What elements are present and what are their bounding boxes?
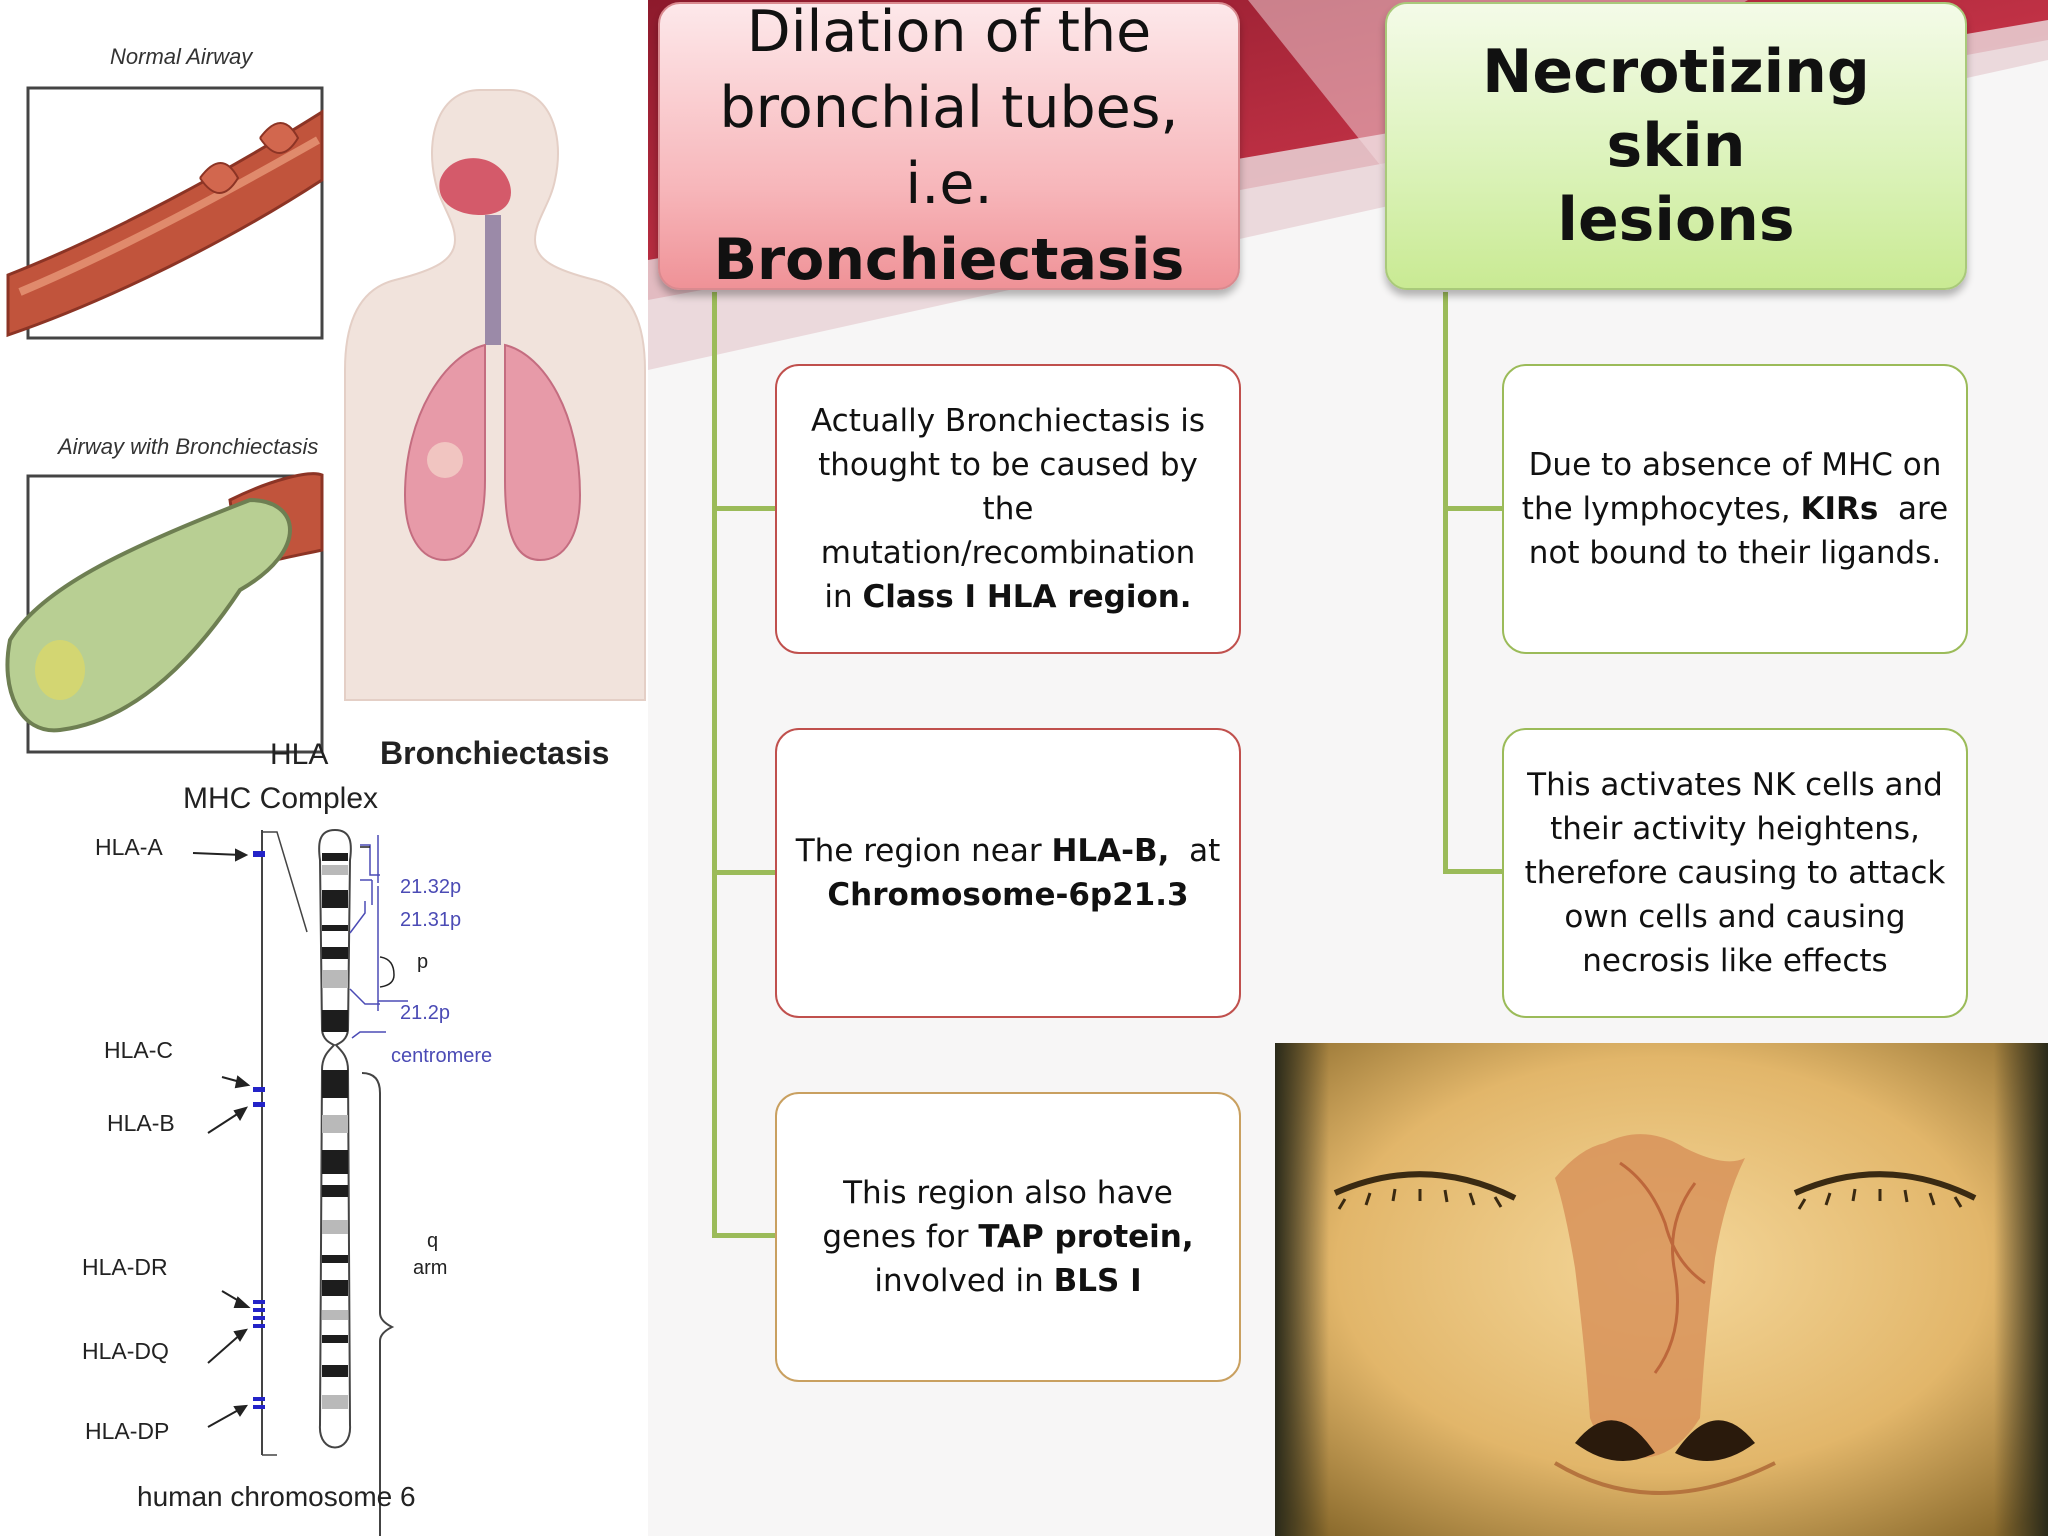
bronchiectasis-heading: Dilation of the bronchial tubes, i.e. Br… xyxy=(658,0,1240,293)
gene-label-hla-dr: HLA-DR xyxy=(82,1254,168,1280)
tap-protein-box: This region also have genes for TAP prot… xyxy=(775,1092,1241,1382)
item-line: Actually Bronchiectasis is xyxy=(811,403,1205,439)
bronchiectasis-title: Bronchiectasis xyxy=(380,735,609,771)
item-line: in Class I HLA region. xyxy=(811,575,1205,619)
item-prefix: in xyxy=(824,579,863,615)
item-prefix: genes for xyxy=(822,1219,979,1255)
band-label-p: p xyxy=(417,951,428,973)
band-label-21-2p: 21.2p xyxy=(400,1002,450,1024)
item-line: Due to absence of MHC on xyxy=(1528,447,1942,483)
item-bold: HLA-B, xyxy=(1051,833,1170,869)
heading-bold-term: Bronchiectasis xyxy=(713,227,1185,293)
item-line: The region near HLA-B, at xyxy=(796,829,1221,873)
item-line: their activity heightens, xyxy=(1550,811,1920,847)
left-connector-vertical xyxy=(712,292,717,1238)
item-prefix: The region near xyxy=(795,833,1052,869)
item-prefix: involved in xyxy=(874,1263,1054,1299)
right-connector-1 xyxy=(1443,506,1503,511)
band-label-arm: arm xyxy=(413,1257,447,1279)
item-suffix: are xyxy=(1878,491,1949,527)
bronchiectasis-heading-line1: Dilation of the xyxy=(746,0,1152,65)
bronchiectasis-heading-line2: bronchial tubes, xyxy=(719,75,1179,141)
gene-label-hla-dq: HLA-DQ xyxy=(82,1338,169,1364)
item-line: involved in BLS I xyxy=(822,1259,1193,1303)
right-lung xyxy=(504,343,582,562)
item-line: not bound to their ligands. xyxy=(1528,535,1942,571)
item-line: the lymphocytes, KIRs are xyxy=(1522,487,1948,531)
necrotizing-lesions-heading: Necrotizing skin lesions xyxy=(1385,2,1967,290)
necrotizing-heading-line1: Necrotizing skin xyxy=(1482,37,1870,181)
item-line: This activates NK cells and xyxy=(1527,767,1943,803)
mhc-complex-title: MHC Complex xyxy=(183,782,378,815)
gene-label-hla-b: HLA-B xyxy=(107,1110,175,1136)
item-bold: KIRs xyxy=(1800,491,1879,527)
item-line: own cells and causing xyxy=(1564,899,1906,935)
normal-airway-caption: Normal Airway xyxy=(110,44,254,69)
band-label-21-32p: 21.32p xyxy=(400,876,461,898)
heading-prefix: i.e. xyxy=(905,151,993,217)
mhc-absence-box: Due to absence of MHC on the lymphocytes… xyxy=(1502,364,1968,654)
band-label-21-31p: 21.31p xyxy=(400,909,461,931)
item-line: necrosis like effects xyxy=(1582,943,1888,979)
item-line: This region also have xyxy=(843,1175,1173,1211)
hla-title: HLA xyxy=(270,738,328,771)
item-line: Chromosome-6p21.3 xyxy=(827,877,1189,913)
item-line: thought to be caused by xyxy=(818,447,1198,483)
item-bold: Class I HLA region. xyxy=(862,579,1192,615)
right-connector-2 xyxy=(1443,869,1503,874)
item-line: mutation/recombination xyxy=(820,535,1196,571)
bronchiectasis-illustration: Normal Airway Airway with Bronchiectasis xyxy=(5,44,646,754)
item-bold: TAP protein, xyxy=(978,1219,1194,1255)
left-connector-2 xyxy=(712,870,776,875)
left-connector-1 xyxy=(712,506,776,511)
hla-b-region-box: The region near HLA-B, at Chromosome-6p2… xyxy=(775,728,1241,1018)
necrotizing-heading-line2: lesions xyxy=(1557,185,1795,255)
item-line: the xyxy=(982,491,1034,527)
item-line: genes for TAP protein, xyxy=(822,1215,1193,1259)
band-label-centromere: centromere xyxy=(391,1045,492,1067)
bronchiectasis-cause-box: Actually Bronchiectasis is thought to be… xyxy=(775,364,1241,654)
right-connector-vertical xyxy=(1443,292,1448,874)
chromosome-body xyxy=(318,828,352,1449)
item-suffix: at xyxy=(1169,833,1221,869)
nostrils xyxy=(1575,1420,1755,1461)
item-prefix: the lymphocytes, xyxy=(1521,491,1801,527)
bronchiectasis-heading-line3: i.e. Bronchiectasis xyxy=(670,146,1228,298)
nk-activation-box: This activates NK cells and their activi… xyxy=(1502,728,1968,1018)
left-connector-3 xyxy=(712,1233,776,1238)
gene-label-hla-dp: HLA-DP xyxy=(85,1418,169,1444)
band-label-q: q xyxy=(427,1230,438,1252)
item-bold: BLS I xyxy=(1053,1263,1142,1299)
lesion-area xyxy=(1555,1134,1745,1458)
chromosome-6-diagram: HLA Bronchiectasis MHC Complex HLA-A HLA… xyxy=(82,735,609,1536)
item-line: therefore causing to attack xyxy=(1524,855,1946,891)
bronchiectasis-airway-caption: Airway with Bronchiectasis xyxy=(56,434,318,459)
gene-label-hla-a: HLA-A xyxy=(95,834,163,860)
skin-lesion-photo xyxy=(1275,1043,2048,1536)
chromosome-caption: human chromosome 6 xyxy=(137,1481,416,1512)
gene-label-hla-c: HLA-C xyxy=(104,1037,173,1063)
